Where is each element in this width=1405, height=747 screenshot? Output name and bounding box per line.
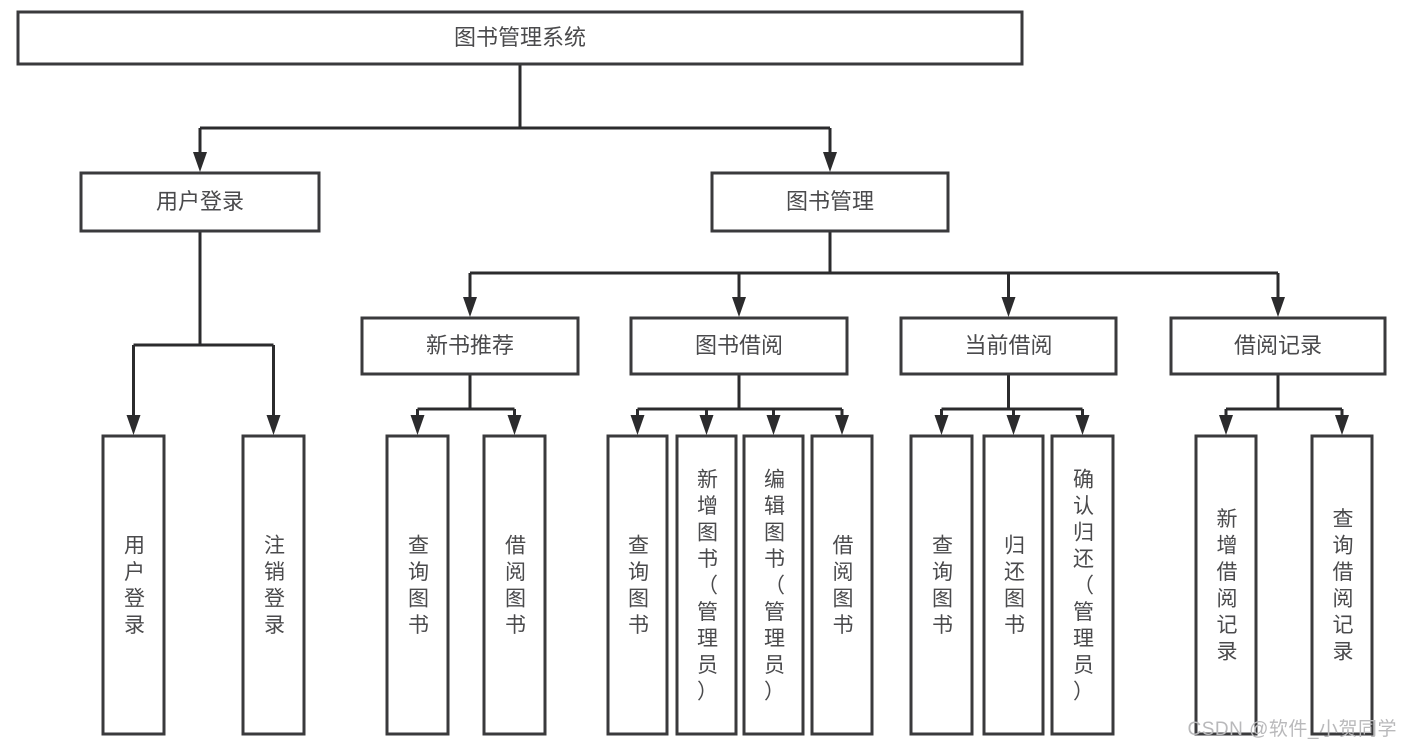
node-leaf-add-book[interactable]: 新增图书（管理员） (675, 434, 738, 736)
node-box-borrow-record (1169, 316, 1387, 376)
node-box-leaf-add-record (1194, 434, 1258, 736)
node-current-borrow[interactable]: 当前借阅 (899, 316, 1118, 376)
node-label-leaf-query-record: 查询借阅记录 (1333, 508, 1354, 664)
node-box-new-book-rec (360, 316, 580, 376)
node-label-leaf-add-record: 新增借阅记录 (1217, 508, 1238, 664)
node-leaf-confirm-return[interactable]: 确认归还（管理员） (1050, 434, 1115, 736)
node-box-leaf-edit-book (742, 434, 805, 736)
node-label-leaf-borrow-book-rec: 借阅图书 (505, 535, 526, 638)
node-box-leaf-borrow-book-rec (482, 434, 547, 736)
node-box-leaf-borrow-book (810, 434, 874, 736)
node-leaf-edit-book[interactable]: 编辑图书（管理员） (742, 434, 805, 736)
node-root[interactable]: 图书管理系统 (16, 10, 1024, 66)
node-label-leaf-confirm-return: 确认归还（管理员） (1073, 468, 1094, 703)
node-leaf-borrow-book-rec[interactable]: 借阅图书 (482, 434, 547, 736)
node-box-leaf-add-book (675, 434, 738, 736)
node-label-leaf-return-book: 归还图书 (1004, 535, 1025, 638)
node-new-book-rec[interactable]: 新书推荐 (360, 316, 580, 376)
node-box-leaf-logout (241, 434, 306, 736)
node-box-leaf-confirm-return (1050, 434, 1115, 736)
node-book-manage[interactable]: 图书管理 (710, 171, 950, 233)
node-label-book-manage: 图书管理 (786, 189, 874, 214)
node-layer: 图书管理系统用户登录图书管理新书推荐图书借阅当前借阅借阅记录用户登录注销登录查询… (16, 10, 1387, 736)
node-box-leaf-query-book-current (909, 434, 974, 736)
node-box-leaf-query-record (1310, 434, 1374, 736)
node-label-leaf-add-book: 新增图书（管理员） (697, 468, 718, 703)
node-borrow-record[interactable]: 借阅记录 (1169, 316, 1387, 376)
node-label-user-login: 用户登录 (156, 189, 244, 214)
node-box-user-login (79, 171, 321, 233)
node-box-leaf-query-book-rec (385, 434, 450, 736)
node-leaf-query-book-current[interactable]: 查询图书 (909, 434, 974, 736)
node-label-leaf-edit-book: 编辑图书（管理员） (764, 468, 785, 703)
node-label-leaf-borrow-book: 借阅图书 (833, 535, 854, 638)
node-box-book-borrow (629, 316, 849, 376)
node-box-leaf-query-book-borrow (606, 434, 669, 736)
node-label-book-borrow: 图书借阅 (695, 333, 783, 358)
node-user-login[interactable]: 用户登录 (79, 171, 321, 233)
node-label-leaf-logout: 注销登录 (264, 535, 285, 638)
node-label-leaf-query-book-borrow: 查询图书 (628, 535, 649, 638)
node-leaf-borrow-book[interactable]: 借阅图书 (810, 434, 874, 736)
node-label-leaf-user-login: 用户登录 (124, 535, 145, 638)
connector-layer (126, 64, 1349, 435)
node-leaf-query-book-borrow[interactable]: 查询图书 (606, 434, 669, 736)
node-book-borrow[interactable]: 图书借阅 (629, 316, 849, 376)
node-box-leaf-return-book (982, 434, 1045, 736)
node-box-root (16, 10, 1024, 66)
node-box-current-borrow (899, 316, 1118, 376)
node-label-root: 图书管理系统 (454, 25, 586, 50)
node-leaf-logout[interactable]: 注销登录 (241, 434, 306, 736)
node-leaf-add-record[interactable]: 新增借阅记录 (1194, 434, 1258, 736)
node-leaf-return-book[interactable]: 归还图书 (982, 434, 1045, 736)
node-label-leaf-query-book-current: 查询图书 (932, 535, 953, 638)
node-leaf-user-login[interactable]: 用户登录 (101, 434, 166, 736)
node-box-book-manage (710, 171, 950, 233)
node-label-current-borrow: 当前借阅 (964, 333, 1052, 358)
node-leaf-query-record[interactable]: 查询借阅记录 (1310, 434, 1374, 736)
node-leaf-query-book-rec[interactable]: 查询图书 (385, 434, 450, 736)
node-label-leaf-query-book-rec: 查询图书 (408, 535, 429, 638)
node-label-new-book-rec: 新书推荐 (426, 333, 514, 358)
node-box-leaf-user-login (101, 434, 166, 736)
node-label-borrow-record: 借阅记录 (1234, 333, 1322, 358)
